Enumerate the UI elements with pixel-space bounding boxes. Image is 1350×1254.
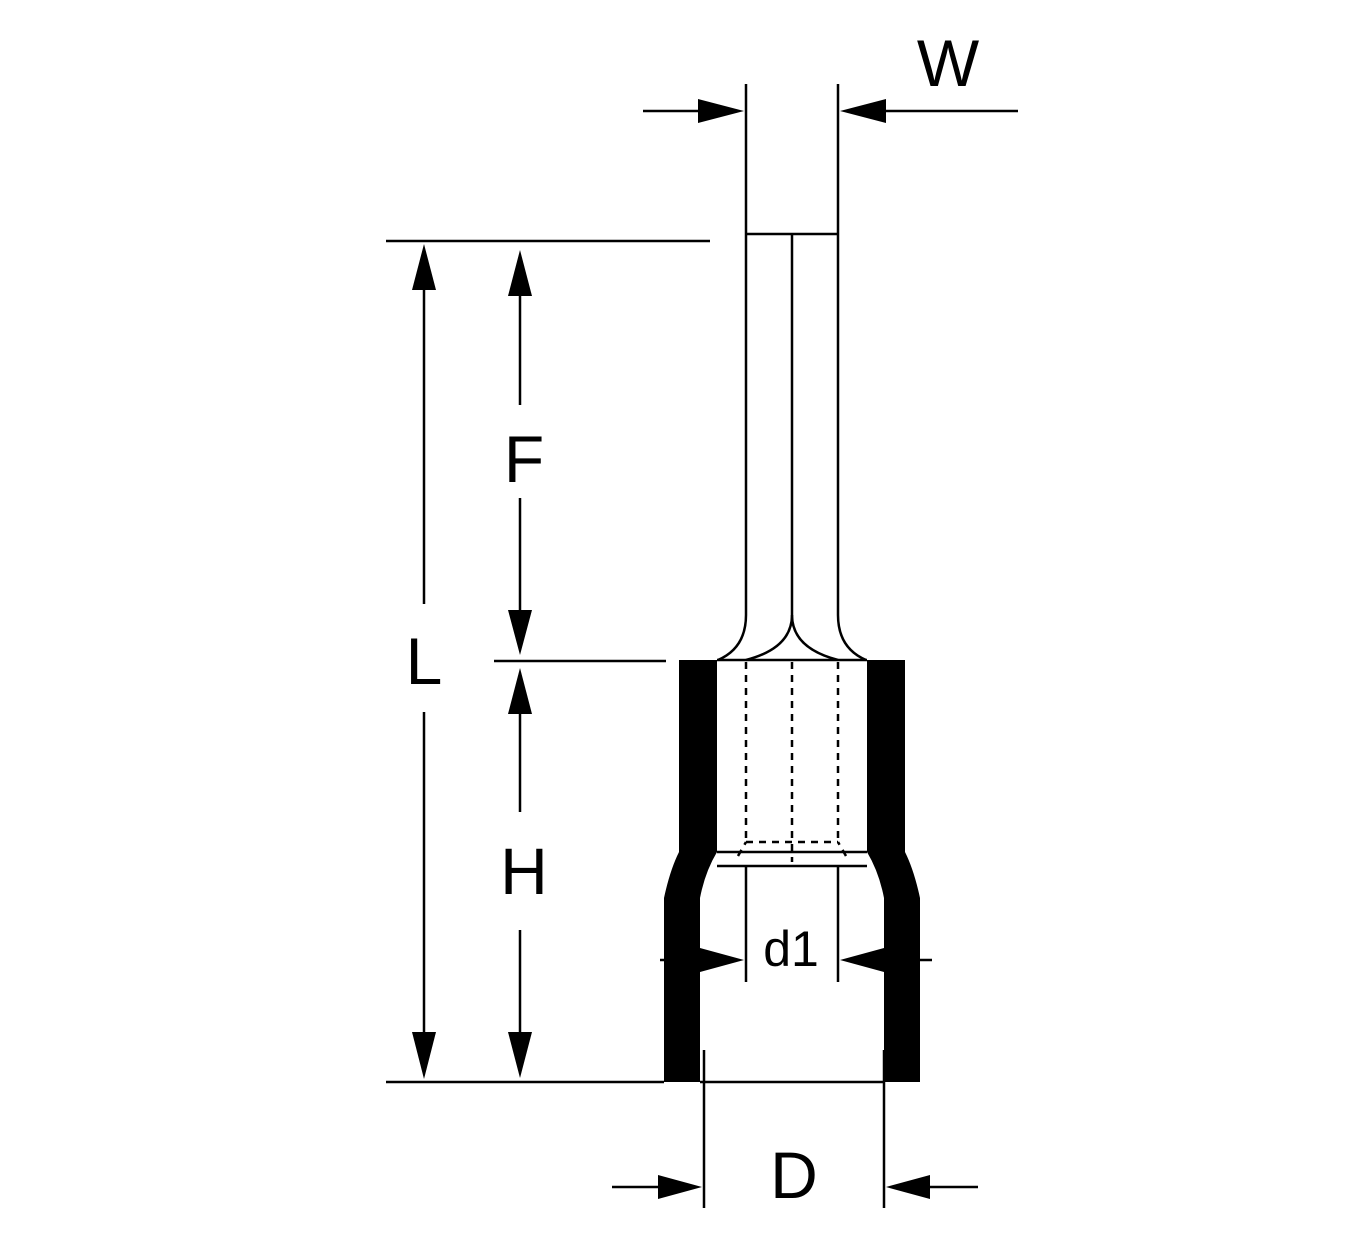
reference-lines: [386, 239, 710, 1084]
label-w: W: [917, 26, 980, 100]
pin-blade: [717, 84, 867, 662]
insulation-sleeve: [664, 658, 920, 1084]
label-h: H: [500, 834, 548, 908]
dimension-d1: [660, 866, 932, 982]
label-f: F: [504, 422, 544, 496]
dimension-h: [508, 668, 532, 1078]
label-d: D: [770, 1138, 818, 1212]
label-l: L: [406, 624, 443, 698]
dimension-d: [612, 1050, 978, 1208]
label-d1: d1: [763, 921, 819, 977]
barrel-hidden-lines: [736, 662, 848, 862]
dimension-w: [643, 99, 1018, 123]
dimension-f: [508, 250, 532, 655]
dimension-l: [412, 244, 436, 1079]
